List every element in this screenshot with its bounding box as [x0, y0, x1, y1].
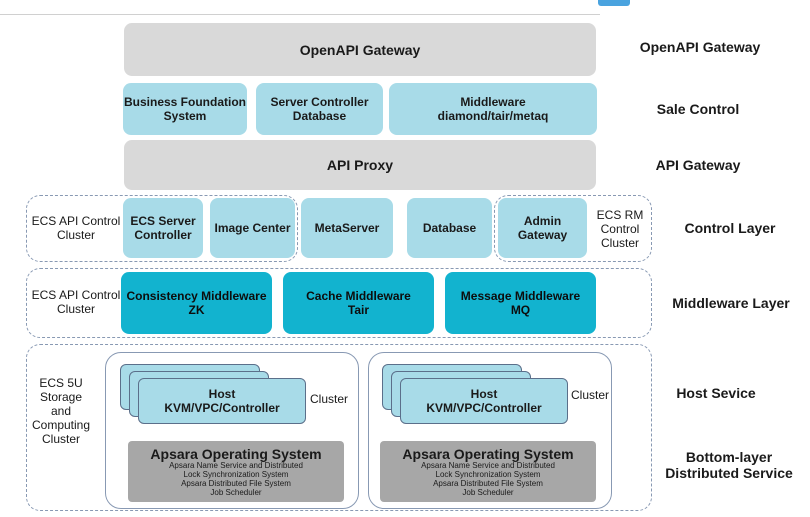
cluster-label-right: Cluster [570, 388, 609, 402]
layer-label-host: Host Sevice [676, 385, 756, 401]
ecs-rm-control-cluster-group [494, 195, 652, 262]
server-controller-database-box: Server Controller Database [256, 83, 383, 135]
admin-gateway-box: Admin Gateway [498, 198, 587, 258]
apsara-os-services-left: Apsara Name Service and Distributed Lock… [169, 460, 303, 497]
metaserver-box: MetaServer [301, 198, 393, 258]
ecs-5u-cluster-group [26, 344, 652, 511]
openapi-gateway-box: OpenAPI Gateway [124, 23, 596, 76]
apsara-os-title-right: Apsara Operating System [402, 445, 574, 462]
layer-label-sale-control: Sale Control [656, 101, 740, 117]
middleware-cluster-group [26, 268, 652, 338]
image-center-box: Image Center [210, 198, 295, 258]
cache-middleware-box: Cache Middleware Tair [283, 272, 434, 334]
layer-label-api-gateway: API Gateway [655, 157, 741, 173]
api-proxy-box: API Proxy [124, 140, 596, 190]
ecs-api-control-cluster-group [26, 195, 298, 262]
layer-label-bottom: Bottom-layer Distributed Service [665, 449, 793, 481]
apsara-os-services-right: Apsara Name Service and Distributed Lock… [421, 460, 555, 497]
middleware-sale-box: Middleware diamond/tair/metaq [389, 83, 597, 135]
layer-label-middleware: Middleware Layer [672, 295, 790, 311]
ecs-api-control-cluster-label-2: ECS API Control Cluster [31, 288, 121, 316]
database-box: Database [407, 198, 492, 258]
top-corner-badge [598, 0, 630, 6]
apsara-os-box-right: Apsara Operating System Apsara Name Serv… [380, 441, 596, 502]
ecs-server-controller-box: ECS Server Controller [123, 198, 203, 258]
apsara-os-box-left: Apsara Operating System Apsara Name Serv… [128, 441, 344, 502]
layer-label-openapi: OpenAPI Gateway [639, 39, 761, 55]
ecs-api-control-cluster-label: ECS API Control Cluster [31, 214, 121, 242]
cluster-label-left: Cluster [309, 392, 348, 406]
top-divider-line [0, 14, 600, 15]
host-card-front-left: Host KVM/VPC/Controller [138, 378, 306, 424]
apsara-os-title-left: Apsara Operating System [150, 445, 322, 462]
layer-label-control: Control Layer [684, 220, 776, 236]
business-foundation-box: Business Foundation System [123, 83, 247, 135]
consistency-middleware-box: Consistency Middleware ZK [121, 272, 272, 334]
ecs-rm-control-cluster-label: ECS RM Control Cluster [596, 208, 644, 250]
ecs-5u-cluster-label: ECS 5U Storage and Computing Cluster [31, 376, 91, 446]
host-card-front-right: Host KVM/VPC/Controller [400, 378, 568, 424]
message-middleware-box: Message Middleware MQ [445, 272, 596, 334]
